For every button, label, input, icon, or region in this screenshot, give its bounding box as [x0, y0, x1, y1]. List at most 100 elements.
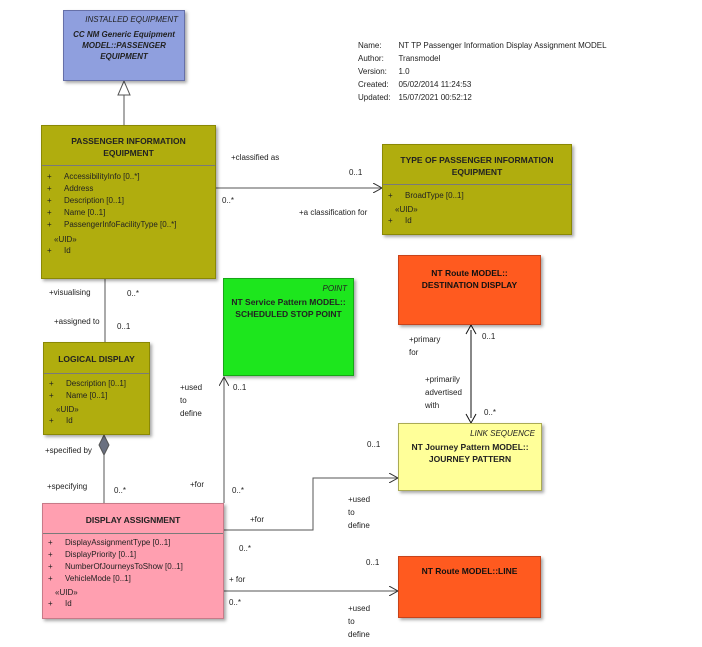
multiplicity: 0..*	[229, 598, 242, 607]
attribute-compartment: +DisplayAssignmentType [0..1] +DisplayPr…	[43, 533, 223, 610]
class-installed-equipment[interactable]: INSTALLED EQUIPMENT CC NM Generic Equipm…	[63, 10, 185, 81]
class-title: LOGICAL DISPLAY	[58, 354, 135, 364]
label-line: +primarily	[425, 375, 460, 384]
visibility: +	[47, 196, 52, 205]
uid-stereotype: «UID»	[56, 405, 79, 414]
attribute-name: NumberOfJourneysToShow [0..1]	[65, 562, 183, 571]
attribute: +Name [0..1]	[44, 390, 149, 402]
attribute: +BroadType [0..1]	[383, 190, 571, 202]
class-scheduled-stop-point[interactable]: POINT NT Service Pattern MODEL:: SCHEDUL…	[223, 278, 354, 376]
visibility: +	[47, 208, 52, 217]
attribute: + Description [0..1]	[42, 195, 215, 207]
role-specified-by: +specified by	[45, 446, 92, 455]
class-passenger-information-equipment[interactable]: PASSENGER INFORMATION EQUIPMENT + Accessi…	[41, 125, 216, 279]
visibility: +	[48, 562, 53, 571]
label-line: +used	[348, 495, 371, 504]
label-line: to	[348, 617, 355, 626]
class-title: NT Route MODEL:: DESTINATION DISPLAY	[399, 267, 540, 291]
visibility: +	[47, 172, 52, 181]
class-title: DISPLAY ASSIGNMENT	[85, 515, 181, 525]
title-line: MODEL::PASSENGER	[82, 41, 166, 50]
class-line[interactable]: NT Route MODEL::LINE	[398, 556, 541, 618]
role-for: + for	[229, 575, 246, 584]
meta-value: NT TP Passenger Information Display Assi…	[398, 41, 607, 50]
role-classified-as: +classified as	[231, 153, 280, 162]
label-line: define	[348, 521, 370, 530]
visibility: +	[49, 379, 54, 388]
attribute-name: Id	[405, 216, 412, 225]
attribute-name: DisplayPriority [0..1]	[65, 550, 137, 559]
attribute-name: Description [0..1]	[64, 196, 125, 205]
role-primary-for: +primary for	[409, 335, 440, 358]
attribute: +Name [0..1]	[42, 207, 215, 219]
title-line: TYPE OF PASSENGER INFORMATION	[400, 155, 554, 165]
meta-row: Name:NT TP Passenger Information Display…	[358, 39, 615, 52]
multiplicity: 0..*	[484, 408, 497, 417]
meta-value: Transmodel	[398, 54, 441, 63]
role-used-to-define: +used to define	[348, 604, 370, 640]
multiplicity: 0..*	[239, 544, 252, 553]
visibility: +	[47, 246, 52, 255]
attribute-name: Address	[64, 184, 94, 193]
visibility: +	[47, 220, 52, 229]
multiplicity: 0..*	[232, 486, 245, 495]
title-line: PASSENGER INFORMATION	[71, 136, 186, 146]
meta-key: Author:	[358, 54, 384, 63]
visibility: +	[48, 574, 53, 583]
visibility: +	[49, 416, 54, 425]
attribute-compartment: +Description [0..1] +Name [0..1] «UID» +…	[44, 373, 149, 427]
multiplicity: 0..1	[367, 440, 381, 449]
label-line: +used	[348, 604, 371, 613]
role-used-to-define: +used to define	[348, 495, 370, 531]
multiplicity: 0..1	[117, 322, 131, 331]
label-line: with	[425, 401, 440, 410]
multiplicity: 0..*	[222, 196, 235, 205]
role-visualising: +visualising	[49, 288, 91, 297]
title-line: EQUIPMENT	[100, 52, 148, 61]
label-line: to	[348, 508, 355, 517]
role-for: +for	[190, 480, 205, 489]
attribute: +Address	[42, 183, 215, 195]
attribute: + PassengerInfoFacilityType [0..*]	[42, 219, 215, 231]
attribute-compartment: +BroadType [0..1] «UID» +Id	[383, 184, 571, 227]
attribute-name: AccessibilityInfo [0..*]	[64, 172, 140, 181]
role-specifying: +specifying	[47, 482, 88, 491]
class-title: PASSENGER INFORMATION EQUIPMENT	[42, 126, 215, 165]
attribute: +Description [0..1]	[44, 378, 149, 390]
journey-pattern-connector	[224, 478, 398, 531]
title-line: EQUIPMENT	[103, 148, 154, 158]
role-for: +for	[250, 515, 265, 524]
generalization-arrowhead	[117, 79, 131, 96]
title-line: NT Service Pattern MODEL::	[231, 297, 346, 307]
uid-stereotype: «UID»	[395, 205, 418, 214]
attribute-name: Id	[65, 599, 72, 608]
uid-attribute: +Id	[44, 415, 149, 427]
diagram-metadata: Name:NT TP Passenger Information Display…	[358, 39, 615, 104]
class-type-of-passenger-information-equipment[interactable]: TYPE OF PASSENGER INFORMATION EQUIPMENT …	[382, 144, 572, 235]
installed-equipment-title: CC NM Generic Equipment MODEL::PASSENGER…	[64, 29, 184, 62]
class-journey-pattern[interactable]: LINK SEQUENCE NT Journey Pattern MODEL::…	[398, 423, 542, 491]
label-line: +primary	[409, 335, 441, 344]
attribute-name: Name [0..1]	[66, 391, 108, 400]
stereotype-link-sequence: LINK SEQUENCE	[470, 429, 535, 438]
attribute-name: PassengerInfoFacilityType [0..*]	[64, 220, 177, 229]
class-display-assignment[interactable]: DISPLAY ASSIGNMENT +DisplayAssignmentTyp…	[42, 503, 224, 619]
class-title: NT Service Pattern MODEL:: SCHEDULED STO…	[224, 296, 353, 320]
meta-row: Created:05/02/2014 11:24:53	[358, 78, 615, 91]
class-title: NT Journey Pattern MODEL:: JOURNEY PATTE…	[399, 441, 541, 465]
visibility: +	[48, 550, 53, 559]
label-line: advertised	[425, 388, 462, 397]
class-title: TYPE OF PASSENGER INFORMATION EQUIPMENT	[383, 145, 571, 184]
class-title: NT Route MODEL::LINE	[421, 566, 518, 576]
class-logical-display[interactable]: LOGICAL DISPLAY +Description [0..1] +Nam…	[43, 342, 150, 435]
dd-arrowhead	[465, 323, 477, 335]
label-line: +used	[180, 383, 203, 392]
meta-row: Updated:15/07/2021 00:52:12	[358, 91, 615, 104]
class-destination-display[interactable]: NT Route MODEL:: DESTINATION DISPLAY	[398, 255, 541, 325]
title-line: NT Route MODEL::	[431, 268, 508, 278]
meta-row: Author: Transmodel	[358, 52, 615, 65]
title-line: SCHEDULED STOP POINT	[235, 309, 342, 319]
title-line: NT Journey Pattern MODEL::	[411, 442, 529, 452]
attribute-compartment: +AccessibilityInfo [0..*] +Address +Desc…	[42, 165, 215, 257]
